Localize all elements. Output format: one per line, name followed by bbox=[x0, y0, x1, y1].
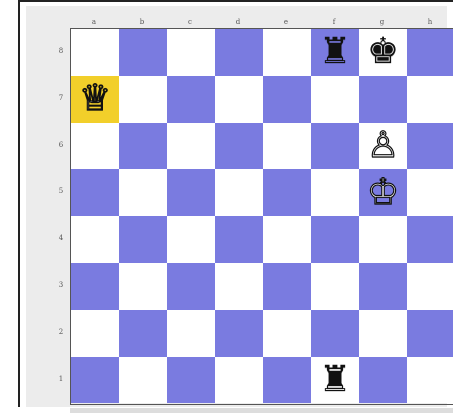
rank-label-2: 2 bbox=[56, 328, 66, 336]
square-d4[interactable] bbox=[215, 216, 263, 263]
square-f3[interactable] bbox=[311, 263, 359, 310]
board-bottom-edge bbox=[70, 408, 453, 413]
square-c3[interactable] bbox=[167, 263, 215, 310]
rank-label-1: 1 bbox=[56, 375, 66, 383]
rank-label-6: 6 bbox=[56, 141, 66, 149]
square-b4[interactable] bbox=[119, 216, 167, 263]
square-h7[interactable] bbox=[407, 76, 453, 123]
square-c5[interactable] bbox=[167, 169, 215, 216]
square-g2[interactable] bbox=[359, 310, 407, 357]
square-b3[interactable] bbox=[119, 263, 167, 310]
square-d2[interactable] bbox=[215, 310, 263, 357]
square-f6[interactable] bbox=[311, 123, 359, 170]
square-c8[interactable] bbox=[167, 29, 215, 76]
square-d3[interactable] bbox=[215, 263, 263, 310]
square-g1[interactable] bbox=[359, 357, 407, 404]
rank-label-5: 5 bbox=[56, 187, 66, 195]
square-h2[interactable] bbox=[407, 310, 453, 357]
square-e2[interactable] bbox=[263, 310, 311, 357]
square-b5[interactable] bbox=[119, 169, 167, 216]
file-label-c: c bbox=[166, 18, 214, 26]
square-g4[interactable] bbox=[359, 216, 407, 263]
square-e8[interactable] bbox=[263, 29, 311, 76]
square-h8[interactable] bbox=[407, 29, 453, 76]
square-c7[interactable] bbox=[167, 76, 215, 123]
square-a8[interactable] bbox=[71, 29, 119, 76]
chess-board[interactable]: ♜ ♚ ♕ ♙ ♔ ♜ bbox=[70, 28, 453, 405]
square-a4[interactable] bbox=[71, 216, 119, 263]
square-b6[interactable] bbox=[119, 123, 167, 170]
square-e6[interactable] bbox=[263, 123, 311, 170]
square-c4[interactable] bbox=[167, 216, 215, 263]
black-rook-icon[interactable]: ♜ bbox=[319, 362, 351, 398]
square-e7[interactable] bbox=[263, 76, 311, 123]
square-h5[interactable] bbox=[407, 169, 453, 216]
square-a5[interactable] bbox=[71, 169, 119, 216]
square-d5[interactable] bbox=[215, 169, 263, 216]
square-g5[interactable]: ♔ bbox=[359, 169, 407, 216]
file-label-f: f bbox=[310, 18, 358, 26]
square-e3[interactable] bbox=[263, 263, 311, 310]
square-f7[interactable] bbox=[311, 76, 359, 123]
square-a6[interactable] bbox=[71, 123, 119, 170]
file-label-a: a bbox=[70, 18, 118, 26]
square-a7[interactable]: ♕ bbox=[71, 76, 119, 123]
black-king-icon[interactable]: ♚ bbox=[367, 34, 399, 70]
square-b7[interactable] bbox=[119, 76, 167, 123]
rank-label-3: 3 bbox=[56, 281, 66, 289]
rank-label-7: 7 bbox=[56, 94, 66, 102]
white-pawn-icon[interactable]: ♙ bbox=[367, 128, 399, 164]
file-label-g: g bbox=[358, 18, 406, 26]
square-b1[interactable] bbox=[119, 357, 167, 404]
file-label-b: b bbox=[118, 18, 166, 26]
square-g6[interactable]: ♙ bbox=[359, 123, 407, 170]
square-g7[interactable] bbox=[359, 76, 407, 123]
square-e5[interactable] bbox=[263, 169, 311, 216]
black-rook-icon[interactable]: ♜ bbox=[319, 34, 351, 70]
square-h3[interactable] bbox=[407, 263, 453, 310]
square-f4[interactable] bbox=[311, 216, 359, 263]
file-label-d: d bbox=[214, 18, 262, 26]
square-a3[interactable] bbox=[71, 263, 119, 310]
square-f2[interactable] bbox=[311, 310, 359, 357]
square-h6[interactable] bbox=[407, 123, 453, 170]
square-h1[interactable] bbox=[407, 357, 453, 404]
square-h4[interactable] bbox=[407, 216, 453, 263]
white-king-icon[interactable]: ♔ bbox=[367, 175, 399, 211]
square-g8[interactable]: ♚ bbox=[359, 29, 407, 76]
square-c1[interactable] bbox=[167, 357, 215, 404]
white-queen-icon[interactable]: ♕ bbox=[79, 81, 111, 117]
file-label-e: e bbox=[262, 18, 310, 26]
square-g3[interactable] bbox=[359, 263, 407, 310]
rank-label-8: 8 bbox=[56, 47, 66, 55]
square-a1[interactable] bbox=[71, 357, 119, 404]
square-f1[interactable]: ♜ bbox=[311, 357, 359, 404]
square-d1[interactable] bbox=[215, 357, 263, 404]
square-b2[interactable] bbox=[119, 310, 167, 357]
file-label-h: h bbox=[406, 18, 453, 26]
square-c2[interactable] bbox=[167, 310, 215, 357]
square-d6[interactable] bbox=[215, 123, 263, 170]
square-c6[interactable] bbox=[167, 123, 215, 170]
square-a2[interactable] bbox=[71, 310, 119, 357]
square-b8[interactable] bbox=[119, 29, 167, 76]
square-d7[interactable] bbox=[215, 76, 263, 123]
square-f8[interactable]: ♜ bbox=[311, 29, 359, 76]
square-e4[interactable] bbox=[263, 216, 311, 263]
rank-label-4: 4 bbox=[56, 234, 66, 242]
square-f5[interactable] bbox=[311, 169, 359, 216]
square-d8[interactable] bbox=[215, 29, 263, 76]
square-e1[interactable] bbox=[263, 357, 311, 404]
